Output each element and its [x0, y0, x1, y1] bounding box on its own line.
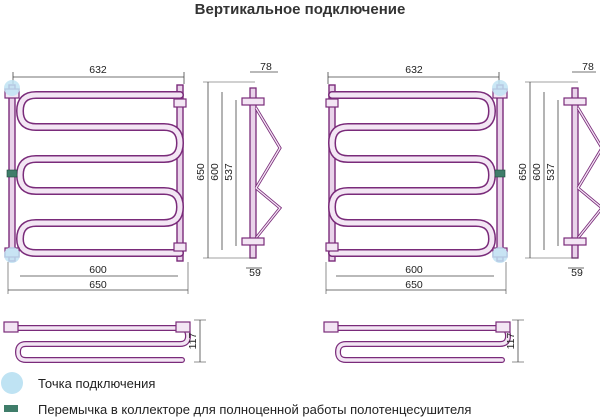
left-height-outer-label: 650: [195, 163, 207, 181]
right-height-mid-label: 600: [531, 163, 543, 181]
right-top-width-label: 632: [405, 64, 423, 76]
left-side-view: [240, 86, 282, 260]
left-top-width-label: 632: [89, 64, 107, 76]
right-bottom-inner-label: 600: [405, 264, 423, 276]
right-height-outer-label: 650: [517, 163, 529, 181]
left-front-view: [5, 85, 186, 261]
left-plan-dimension: 117: [187, 319, 206, 363]
left-jumper-marker: [6, 169, 18, 178]
right-unit: 632 600 650 78 650 600 537: [324, 61, 600, 362]
right-top-dimension: 632: [327, 64, 500, 84]
right-plan-view: [324, 322, 510, 360]
right-side-dimensions: 78 650 600 537 59: [517, 61, 596, 279]
right-connection-point-bottom: [492, 247, 508, 263]
legend-connection-point-label: Точка подключения: [38, 376, 156, 391]
right-side-view: [562, 86, 600, 260]
right-depth-label: 78: [582, 61, 594, 73]
right-bottom-dimensions: 600 650: [325, 262, 507, 294]
right-side-offset-label: 59: [571, 267, 583, 279]
right-jumper-marker: [494, 169, 506, 178]
left-connection-point-bottom: [4, 247, 20, 263]
left-unit: 632 600 650 78 650 600 537: [4, 61, 282, 363]
legend-jumper-icon: [4, 405, 18, 412]
right-height-inner-label: 537: [545, 163, 557, 181]
left-side-dimensions: 78 650 600 537 59: [195, 61, 278, 279]
left-height-mid-label: 600: [209, 163, 221, 181]
left-connection-point-top: [4, 80, 20, 96]
left-depth-label: 78: [260, 61, 272, 73]
left-height-inner-label: 537: [223, 163, 235, 181]
right-bottom-outer-label: 650: [405, 279, 423, 291]
left-bottom-dimensions: 600 650: [7, 262, 189, 294]
right-front-view: [326, 85, 507, 261]
right-plan-dimension: 117: [505, 319, 524, 363]
left-plan-depth-label: 117: [187, 332, 199, 349]
left-bottom-inner-label: 600: [89, 264, 107, 276]
diagram-title: Вертикальное подключение: [194, 1, 406, 18]
left-side-offset-label: 59: [249, 267, 261, 279]
right-plan-depth-label: 117: [505, 332, 517, 349]
left-plan-view: [4, 322, 190, 360]
right-connection-point-top: [492, 80, 508, 96]
legend-connection-point-icon: [1, 372, 23, 394]
legend-jumper-label: Перемычка в коллекторе для полноценной р…: [38, 402, 472, 417]
left-top-dimension: 632: [12, 64, 185, 84]
left-bottom-outer-label: 650: [89, 279, 107, 291]
